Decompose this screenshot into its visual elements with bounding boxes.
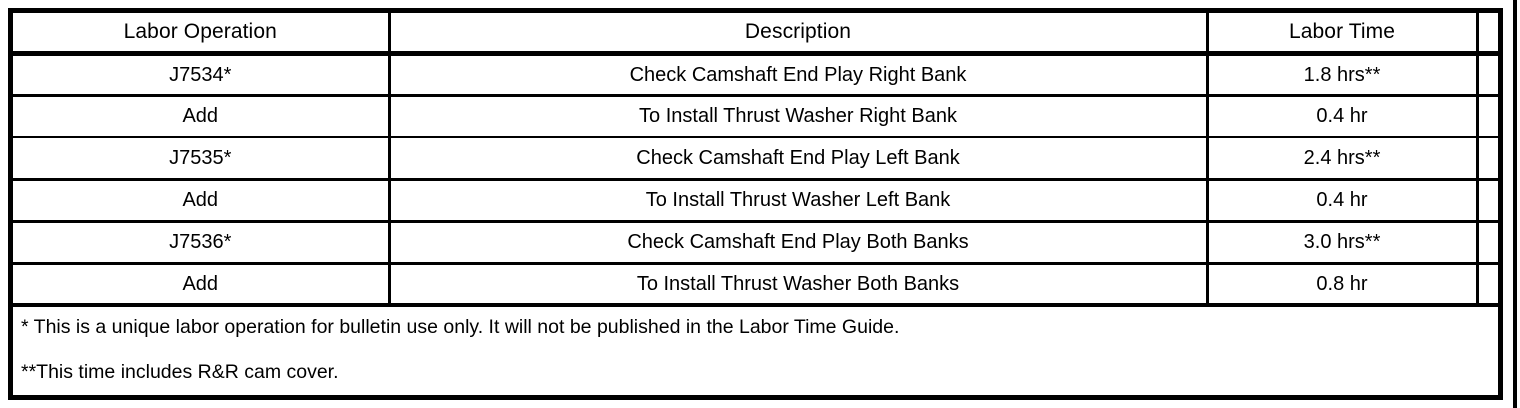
cell-labor-operation: J7535* xyxy=(13,137,391,181)
cell-spacer xyxy=(1477,53,1498,97)
table-row: J7535* Check Camshaft End Play Left Bank… xyxy=(13,137,1498,181)
table-footnote-row: * This is a unique labor operation for b… xyxy=(13,305,1498,395)
table-row: Add To Install Thrust Washer Both Banks … xyxy=(13,263,1498,307)
cell-labor-time: 0.4 hr xyxy=(1207,179,1479,223)
cell-description: Check Camshaft End Play Right Bank xyxy=(389,53,1209,97)
cell-spacer xyxy=(1477,263,1498,307)
footnote-spacer xyxy=(21,339,1498,361)
table-row: Add To Install Thrust Washer Right Bank … xyxy=(13,95,1498,138)
labor-operation-table-frame: Labor Operation Description Labor Time J… xyxy=(8,8,1503,400)
column-header-labor-time: Labor Time xyxy=(1207,13,1479,56)
cell-labor-time: 2.4 hrs** xyxy=(1207,137,1479,181)
cell-labor-time: 3.0 hrs** xyxy=(1207,221,1479,265)
table-row: J7534* Check Camshaft End Play Right Ban… xyxy=(13,53,1498,97)
cell-spacer xyxy=(1477,137,1498,181)
cell-labor-operation: Add xyxy=(13,263,391,307)
table-row: J7536* Check Camshaft End Play Both Bank… xyxy=(13,221,1498,265)
cell-description: To Install Thrust Washer Left Bank xyxy=(389,179,1209,223)
cell-labor-operation: J7534* xyxy=(13,53,391,97)
column-header-spacer xyxy=(1477,13,1498,56)
column-header-description: Description xyxy=(389,13,1209,56)
cell-description: To Install Thrust Washer Right Bank xyxy=(389,95,1209,138)
column-header-labor-operation: Labor Operation xyxy=(13,13,391,56)
cell-labor-operation: Add xyxy=(13,95,391,138)
cell-labor-operation: J7536* xyxy=(13,221,391,265)
table-row: Add To Install Thrust Washer Left Bank 0… xyxy=(13,179,1498,223)
cell-labor-time: 1.8 hrs** xyxy=(1207,53,1479,97)
footnote-cell: * This is a unique labor operation for b… xyxy=(13,305,1498,395)
cell-spacer xyxy=(1477,95,1498,138)
cell-spacer xyxy=(1477,221,1498,265)
cell-description: To Install Thrust Washer Both Banks xyxy=(389,263,1209,307)
page-edge-rule xyxy=(1513,0,1517,408)
cell-labor-time: 0.8 hr xyxy=(1207,263,1479,307)
footnote-asterisk-note: * This is a unique labor operation for b… xyxy=(21,316,900,338)
cell-description: Check Camshaft End Play Both Banks xyxy=(389,221,1209,265)
table-header-row: Labor Operation Description Labor Time xyxy=(13,13,1498,56)
footnote-container: * This is a unique labor operation for b… xyxy=(13,307,1498,384)
cell-spacer xyxy=(1477,179,1498,223)
cell-description: Check Camshaft End Play Left Bank xyxy=(389,137,1209,181)
footnote-double-asterisk-note: **This time includes R&R cam cover. xyxy=(21,361,339,383)
cell-labor-operation: Add xyxy=(13,179,391,223)
labor-operation-table: Labor Operation Description Labor Time J… xyxy=(13,13,1498,395)
cell-labor-time: 0.4 hr xyxy=(1207,95,1479,138)
